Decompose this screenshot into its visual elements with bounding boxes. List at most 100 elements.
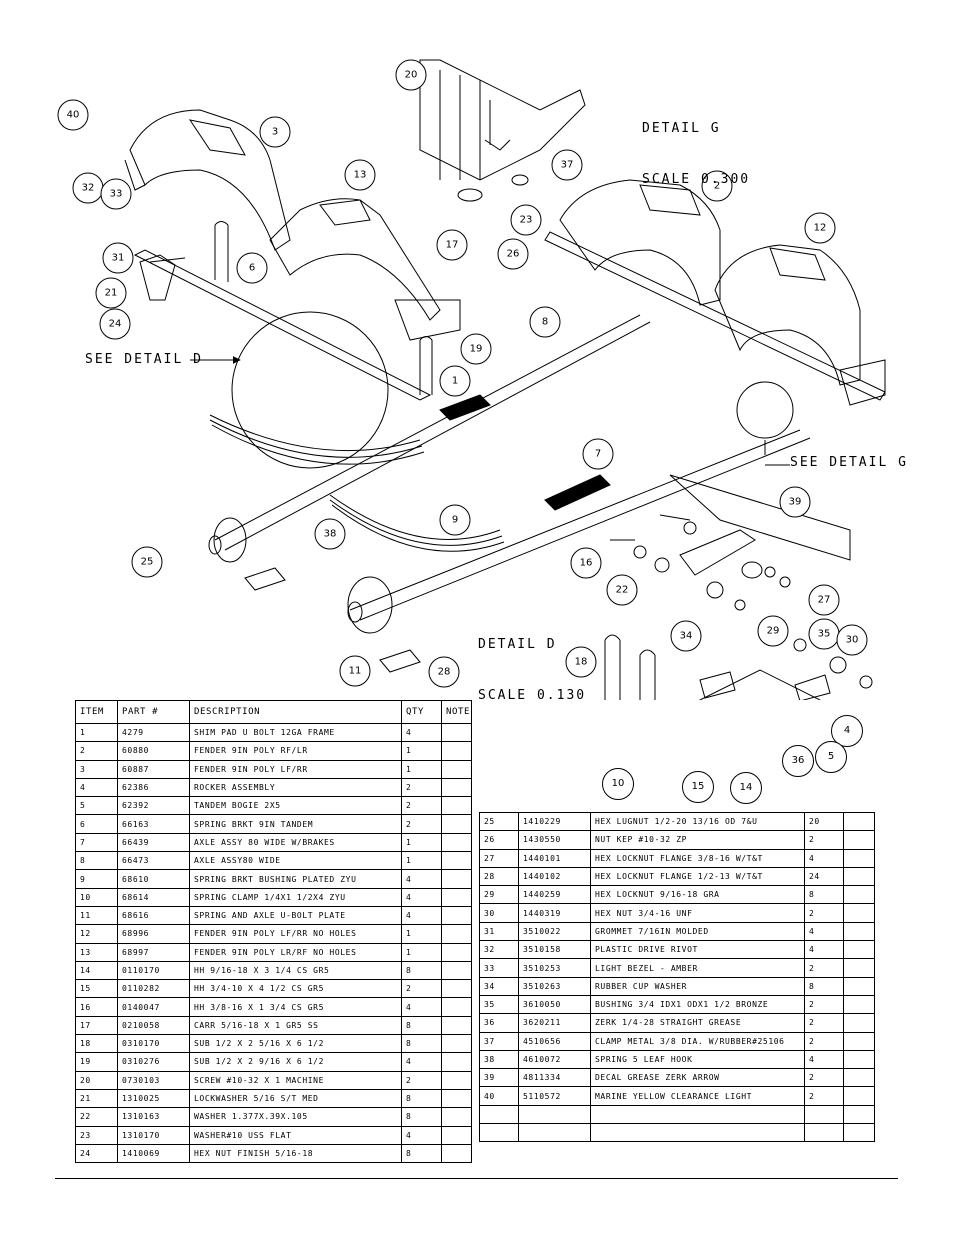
cell-part: 4510656 [518, 1031, 591, 1051]
see-detail-g-label: SEE DETAIL G [790, 455, 908, 470]
cell-note [843, 1068, 875, 1088]
cell-qty: 2 [401, 814, 442, 834]
cell-part: 62392 [117, 796, 190, 816]
cell-description: CARR 5/16-18 X 1 GR5 SS [189, 1015, 402, 1036]
cell-qty: 1 [401, 741, 442, 761]
cell-note [441, 887, 472, 907]
cell-item: 16 [75, 997, 118, 1017]
callout-balloon: 19 [460, 333, 492, 365]
cell-part [518, 1104, 591, 1125]
callout-label: 26 [507, 249, 520, 260]
cell-qty: 4 [804, 940, 844, 960]
cell-note [441, 869, 472, 889]
cell-note [441, 814, 472, 834]
callout-label: 3 [272, 127, 278, 138]
cell-item: 21 [75, 1088, 118, 1109]
callout-balloon: 23 [510, 204, 542, 236]
callout-balloon: 24 [99, 308, 131, 340]
cell-qty: 8 [401, 1143, 442, 1164]
cell-item: 3 [75, 759, 118, 779]
cell-qty: 2 [804, 1068, 844, 1088]
cell-note [441, 1088, 472, 1109]
cell-note [843, 1031, 875, 1051]
cell-item: 14 [75, 960, 118, 981]
cell-part: 3510022 [518, 921, 591, 942]
cell-part: 66163 [117, 814, 190, 834]
cell-qty: 8 [401, 1034, 442, 1054]
callout-balloon: 15 [682, 771, 714, 803]
cell-part: 0140047 [117, 997, 190, 1017]
cell-qty: 8 [401, 1015, 442, 1036]
cell-note [441, 777, 472, 798]
cell-note [441, 905, 472, 926]
cell-note [843, 1123, 875, 1143]
cell-description: SPRING 5 LEAF HOOK [590, 1049, 805, 1070]
cell-description: FENDER 9IN POLY LF/RR NO HOLES [189, 924, 402, 944]
cell-qty: 1 [401, 759, 442, 779]
cell-note [441, 1143, 472, 1164]
cell-qty: 4 [401, 722, 442, 743]
cell-note [843, 958, 875, 978]
cell-note [441, 1034, 472, 1054]
cell-qty: 1 [401, 851, 442, 871]
cell-note [441, 1125, 472, 1145]
cell-qty: 8 [401, 1088, 442, 1109]
cell-note [843, 976, 875, 996]
cell-qty: 20 [804, 811, 844, 832]
callout-balloon: 7 [582, 438, 614, 470]
header-note: NOTE [441, 700, 472, 724]
cell-item: 18 [75, 1034, 118, 1054]
callout-label: 25 [141, 557, 154, 568]
cell-item: 31 [479, 921, 519, 942]
cell-note [843, 1049, 875, 1070]
callout-balloon: 22 [606, 574, 638, 606]
cell-part: 3620211 [518, 1013, 591, 1033]
callout-label: 22 [616, 585, 629, 596]
cell-description: WASHER 1.377X.39X.105 [189, 1107, 402, 1127]
detail-g-title: DETAIL G [642, 121, 721, 136]
callout-balloon: 36 [782, 745, 814, 777]
cell-description: SPRING BRKT 9IN TANDEM [189, 814, 402, 834]
cell-note [441, 1107, 472, 1127]
cell-description [590, 1104, 805, 1125]
cell-note [843, 848, 875, 868]
callout-balloon: 3 [259, 116, 291, 148]
detail-d-title: DETAIL D [478, 637, 557, 652]
callout-balloon: 39 [779, 486, 811, 518]
cell-qty: 2 [804, 830, 844, 850]
callout-balloon: 17 [436, 229, 468, 261]
callout-balloon: 38 [314, 518, 346, 550]
cell-part: 1310163 [117, 1107, 190, 1127]
cell-description: SUB 1/2 X 2 5/16 X 6 1/2 [189, 1034, 402, 1054]
cell-description: HH 9/16-18 X 3 1/4 CS GR5 [189, 960, 402, 981]
cell-description: HEX NUT 3/4-16 UNF [590, 903, 805, 923]
cell-part: 0730103 [117, 1070, 190, 1090]
cell-note [441, 796, 472, 816]
callout-balloon: 11 [339, 655, 371, 687]
cell-qty: 2 [804, 994, 844, 1015]
cell-qty: 4 [401, 1125, 442, 1145]
cell-description: AXLE ASSY80 WIDE [189, 851, 402, 871]
cell-description: LIGHT BEZEL - AMBER [590, 958, 805, 978]
callout-label: 32 [82, 183, 95, 194]
cell-item: 13 [75, 942, 118, 962]
cell-qty: 4 [804, 848, 844, 868]
cell-description: SUB 1/2 X 2 9/16 X 6 1/2 [189, 1052, 402, 1072]
cell-note [441, 960, 472, 981]
cell-description: SPRING AND AXLE U-BOLT PLATE [189, 905, 402, 926]
cell-note [843, 811, 875, 832]
cell-qty: 8 [804, 885, 844, 905]
cell-item: 39 [479, 1068, 519, 1088]
cell-description: SPRING CLAMP 1/4X1 1/2X4 ZYU [189, 887, 402, 907]
